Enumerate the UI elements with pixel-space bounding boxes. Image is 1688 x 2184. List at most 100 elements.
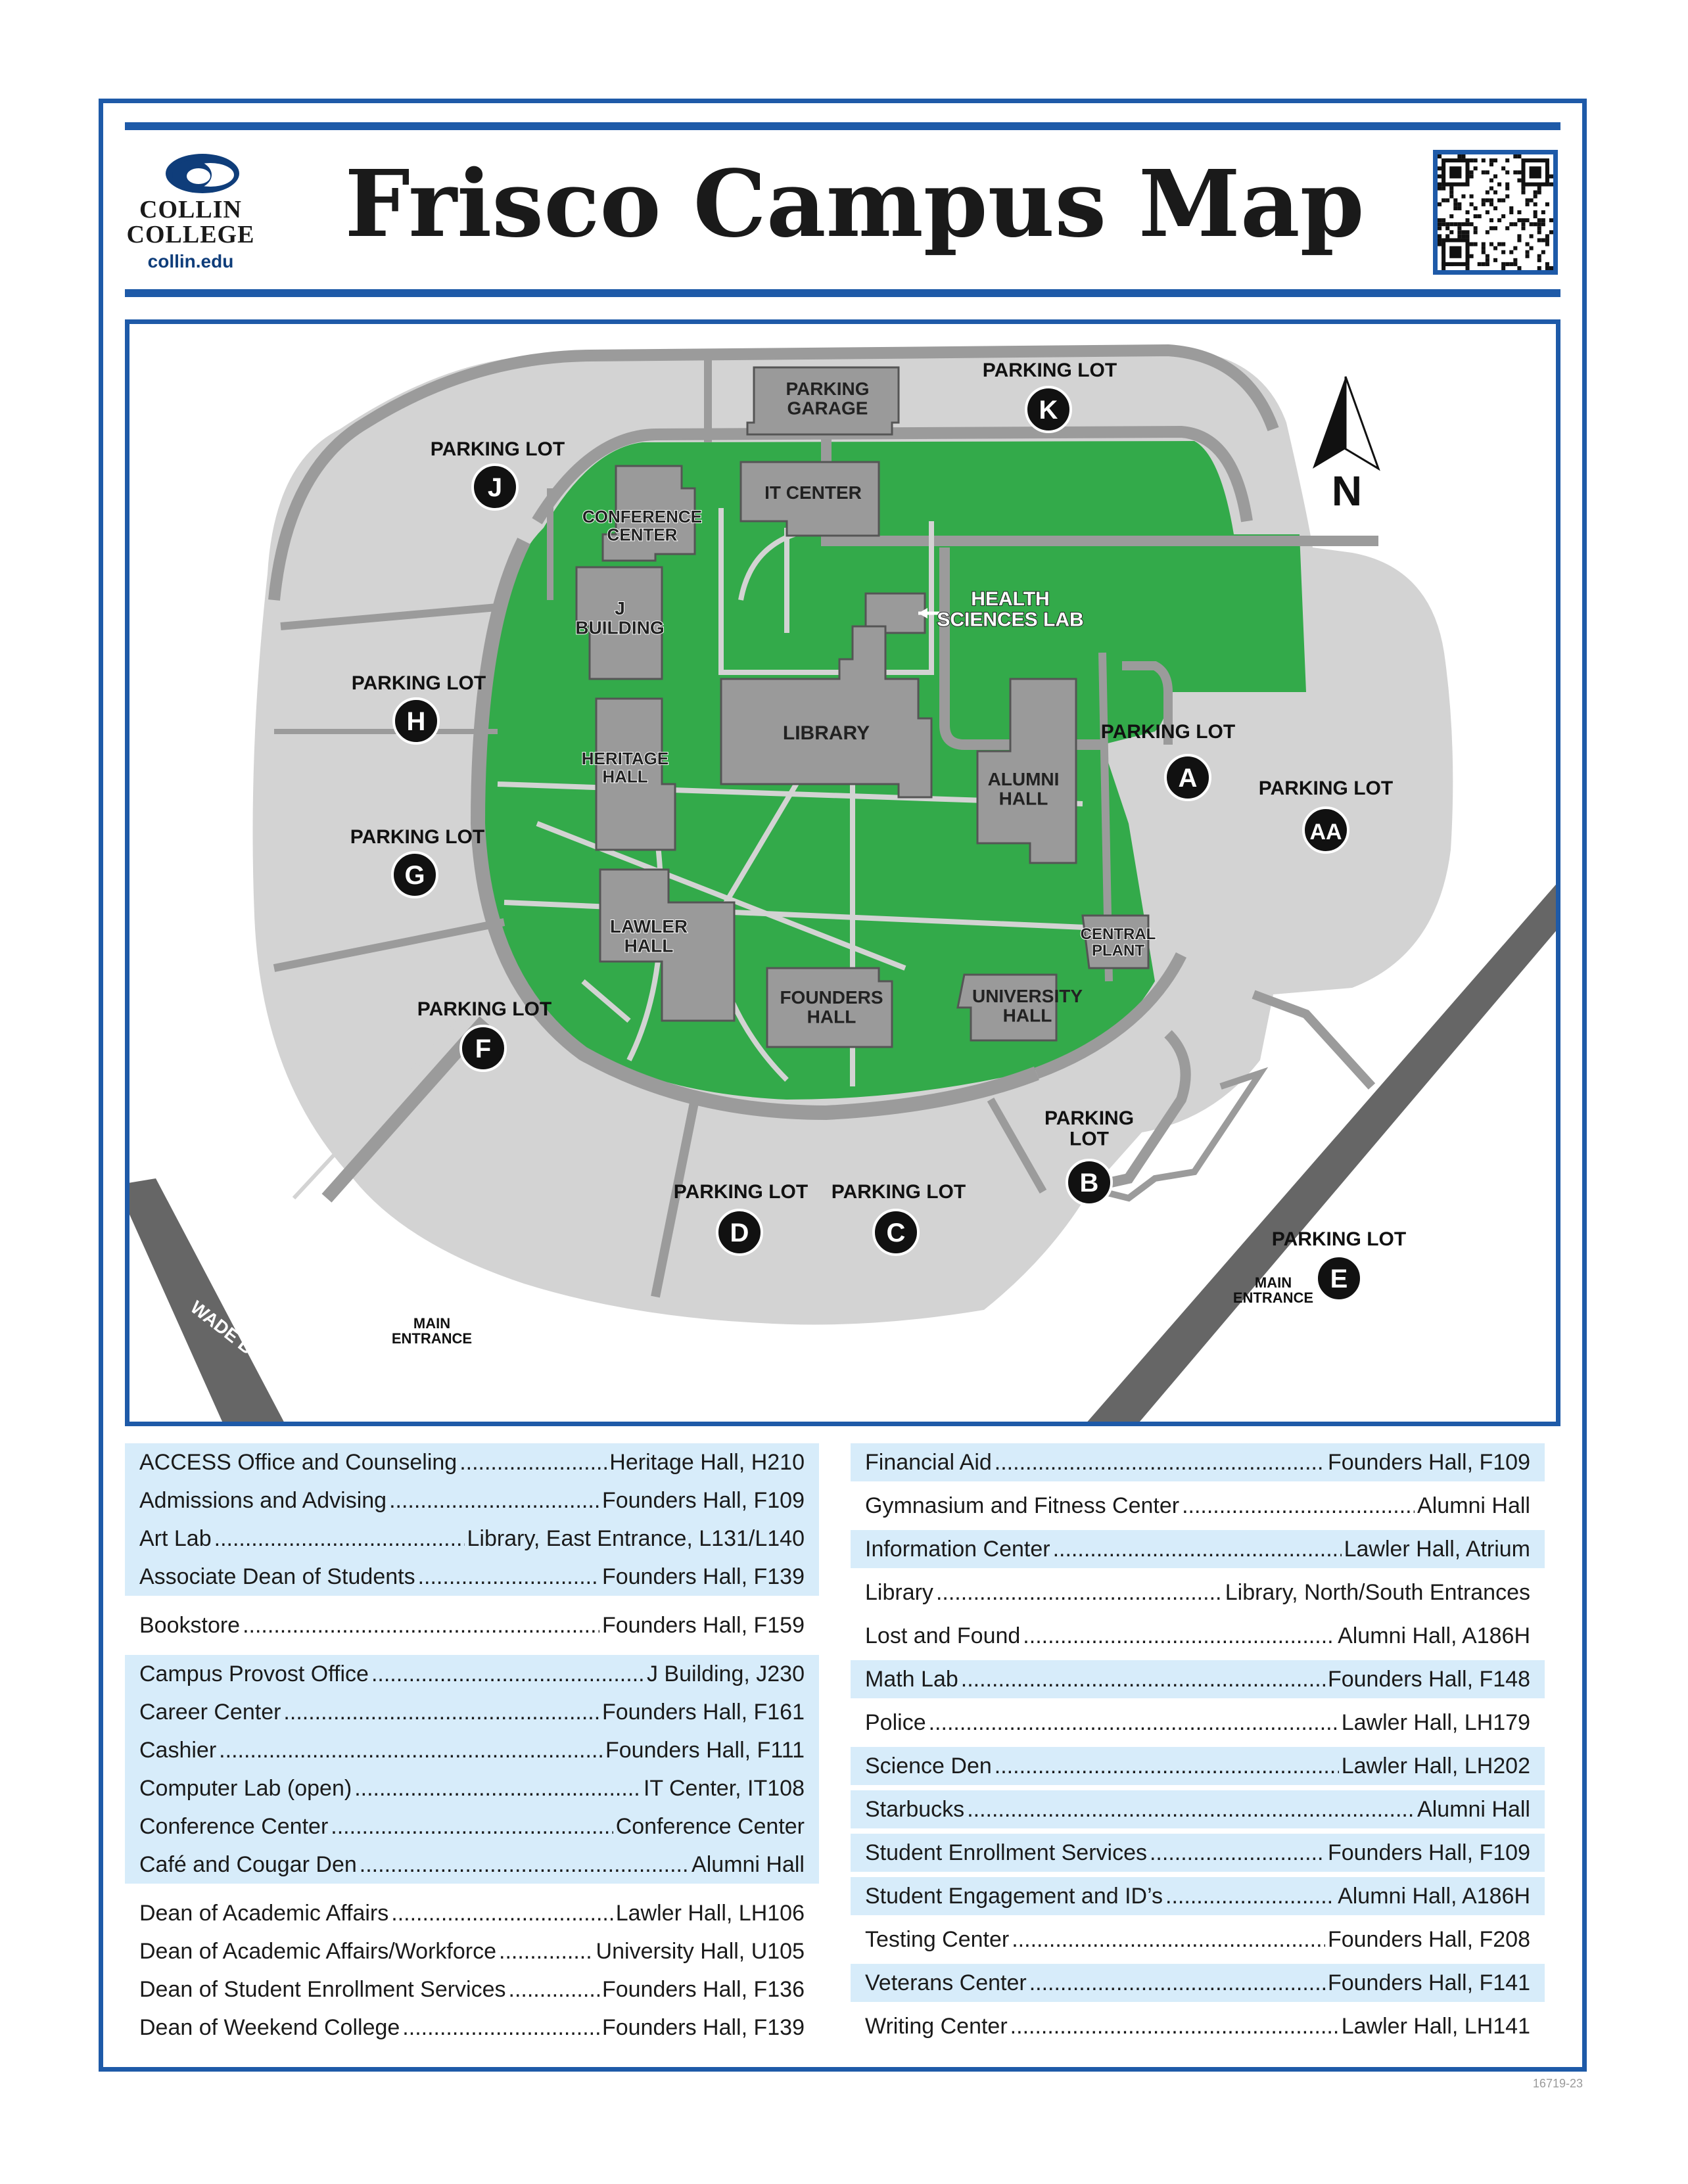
directory-location: Alumni Hall bbox=[692, 1851, 805, 1877]
buildings bbox=[575, 366, 1150, 1048]
inner-ring-road bbox=[470, 538, 1039, 1121]
directory-location: Founders Hall, F208 bbox=[1327, 1926, 1530, 1952]
directory-name: Conference Center bbox=[139, 1813, 329, 1839]
leader-dots bbox=[995, 1754, 1339, 1779]
logo-url[interactable]: collin.edu bbox=[147, 251, 234, 271]
directory-location: Heritage Hall, H210 bbox=[609, 1449, 805, 1475]
directory-location: Founders Hall, F139 bbox=[601, 2014, 805, 2040]
directory-name: Library bbox=[865, 1579, 933, 1605]
leader-dots bbox=[354, 1776, 641, 1801]
leader-dots bbox=[1023, 1623, 1335, 1649]
footer-code: 16719-23 bbox=[1532, 2077, 1583, 2090]
directory-row: Student Engagement and ID’sAlumni Hall, … bbox=[851, 1877, 1545, 1915]
directory-location: Lawler Hall, LH202 bbox=[1341, 1753, 1530, 1778]
directory-name: Science Den bbox=[865, 1753, 992, 1778]
lot-e-label: PARKING LOT bbox=[1272, 1228, 1406, 1250]
directory-row: Art LabLibrary, East Entrance, L131/L140 bbox=[125, 1520, 819, 1558]
lot-j-letter: J bbox=[488, 473, 502, 502]
it-center-label: IT CENTER bbox=[764, 482, 862, 503]
lawler-hall-building bbox=[599, 868, 736, 1022]
leader-dots bbox=[391, 1901, 613, 1926]
header-bottom-rule bbox=[125, 289, 1560, 297]
lot-g-badge bbox=[391, 851, 438, 898]
lot-k-badge bbox=[1025, 386, 1072, 433]
lot-h-label: PARKING LOT bbox=[352, 672, 486, 694]
directory-location: Founders Hall, F148 bbox=[1327, 1666, 1530, 1692]
directory-location: Lawler Hall, LH141 bbox=[1341, 2013, 1530, 2039]
directory-location: Founders Hall, F136 bbox=[601, 1976, 805, 2002]
lot-e-badge bbox=[1315, 1255, 1363, 1302]
leader-dots bbox=[214, 1526, 465, 1552]
ohio-drive-label: OHIO DRIVE bbox=[1255, 1077, 1334, 1167]
leader-dots bbox=[1182, 1493, 1415, 1519]
qr-code-icon[interactable] bbox=[1433, 150, 1558, 275]
directory-location: Founders Hall, F111 bbox=[605, 1737, 805, 1763]
lot-aa-letter: AA bbox=[1309, 820, 1342, 845]
leader-dots bbox=[389, 1488, 599, 1514]
directory-location: Alumni Hall bbox=[1417, 1493, 1530, 1518]
directory-name: Career Center bbox=[139, 1699, 281, 1725]
library-building bbox=[720, 625, 933, 799]
directory-row: Dean of Weekend CollegeFounders Hall, F1… bbox=[125, 2009, 819, 2047]
directory-row: Conference CenterConference Center bbox=[125, 1807, 819, 1846]
directory-location: Founders Hall, F109 bbox=[1327, 1840, 1530, 1865]
directory-row: Financial AidFounders Hall, F109 bbox=[851, 1443, 1545, 1481]
directory-name: Dean of Student Enrollment Services bbox=[139, 1976, 506, 2002]
lot-e-letter: E bbox=[1330, 1265, 1348, 1293]
leader-dots bbox=[331, 1814, 613, 1840]
leader-dots bbox=[936, 1580, 1223, 1606]
directory-name: ACCESS Office and Counseling bbox=[139, 1449, 457, 1475]
central-plant-building bbox=[1081, 914, 1150, 969]
page-frame bbox=[99, 99, 1587, 2072]
directory-row: Gymnasium and Fitness Center Alumni Hall bbox=[851, 1487, 1545, 1525]
lot-j-badge bbox=[471, 463, 519, 511]
directory-location: Founders Hall, F159 bbox=[601, 1612, 805, 1638]
leader-dots bbox=[1053, 1537, 1342, 1562]
j-building bbox=[575, 566, 663, 680]
directory-row: Science Den Lawler Hall, LH202 bbox=[851, 1747, 1545, 1785]
leader-dots bbox=[995, 1450, 1325, 1475]
campus-map-svg bbox=[129, 344, 1556, 1422]
directory-location: Founders Hall, F141 bbox=[1327, 1970, 1530, 1995]
lot-f-letter: F bbox=[475, 1034, 491, 1063]
directory-name: Student Enrollment Services bbox=[865, 1840, 1147, 1865]
leader-dots bbox=[967, 1797, 1415, 1823]
directory-name: Dean of Academic Affairs bbox=[139, 1900, 389, 1926]
leader-dots bbox=[219, 1738, 603, 1763]
lot-f-label: PARKING LOT bbox=[417, 998, 551, 1020]
lot-f-badge bbox=[459, 1025, 507, 1072]
directory-name: Bookstore bbox=[139, 1612, 241, 1638]
collin-college-logo bbox=[166, 154, 239, 193]
lot-aa-badge bbox=[1302, 806, 1349, 854]
directory-location: Lawler Hall, LH179 bbox=[1341, 1709, 1530, 1735]
qr-code-pattern bbox=[1438, 154, 1553, 270]
lot-g-label: PARKING LOT bbox=[350, 826, 484, 848]
directory-row: Career CenterFounders Hall, F161 bbox=[125, 1693, 819, 1731]
leader-dots bbox=[283, 1700, 599, 1725]
lot-j-label: PARKING LOT bbox=[431, 438, 565, 460]
leader-dots bbox=[961, 1667, 1325, 1692]
directory-name: Lost and Found bbox=[865, 1623, 1021, 1648]
ohio-drive-road bbox=[1087, 884, 1556, 1422]
directory-row: Writing CenterLawler Hall, LH141 bbox=[851, 2007, 1545, 2045]
directory-name: Admissions and Advising bbox=[139, 1487, 387, 1513]
directory-name: Veterans Center bbox=[865, 1970, 1027, 1995]
directory-row: Dean of Academic Affairs/WorkforceUniver… bbox=[125, 1932, 819, 1970]
directory-name: Gymnasium and Fitness Center bbox=[865, 1493, 1180, 1518]
directory-name: Student Engagement and ID’s bbox=[865, 1883, 1163, 1909]
lot-a-badge bbox=[1164, 754, 1211, 801]
lot-h-badge bbox=[392, 697, 440, 745]
directory-row: Computer Lab (open)IT Center, IT108 bbox=[125, 1769, 819, 1807]
leader-dots bbox=[1029, 1970, 1325, 1996]
directory-location: J Building, J230 bbox=[646, 1661, 805, 1686]
lot-h-letter: H bbox=[407, 707, 426, 736]
